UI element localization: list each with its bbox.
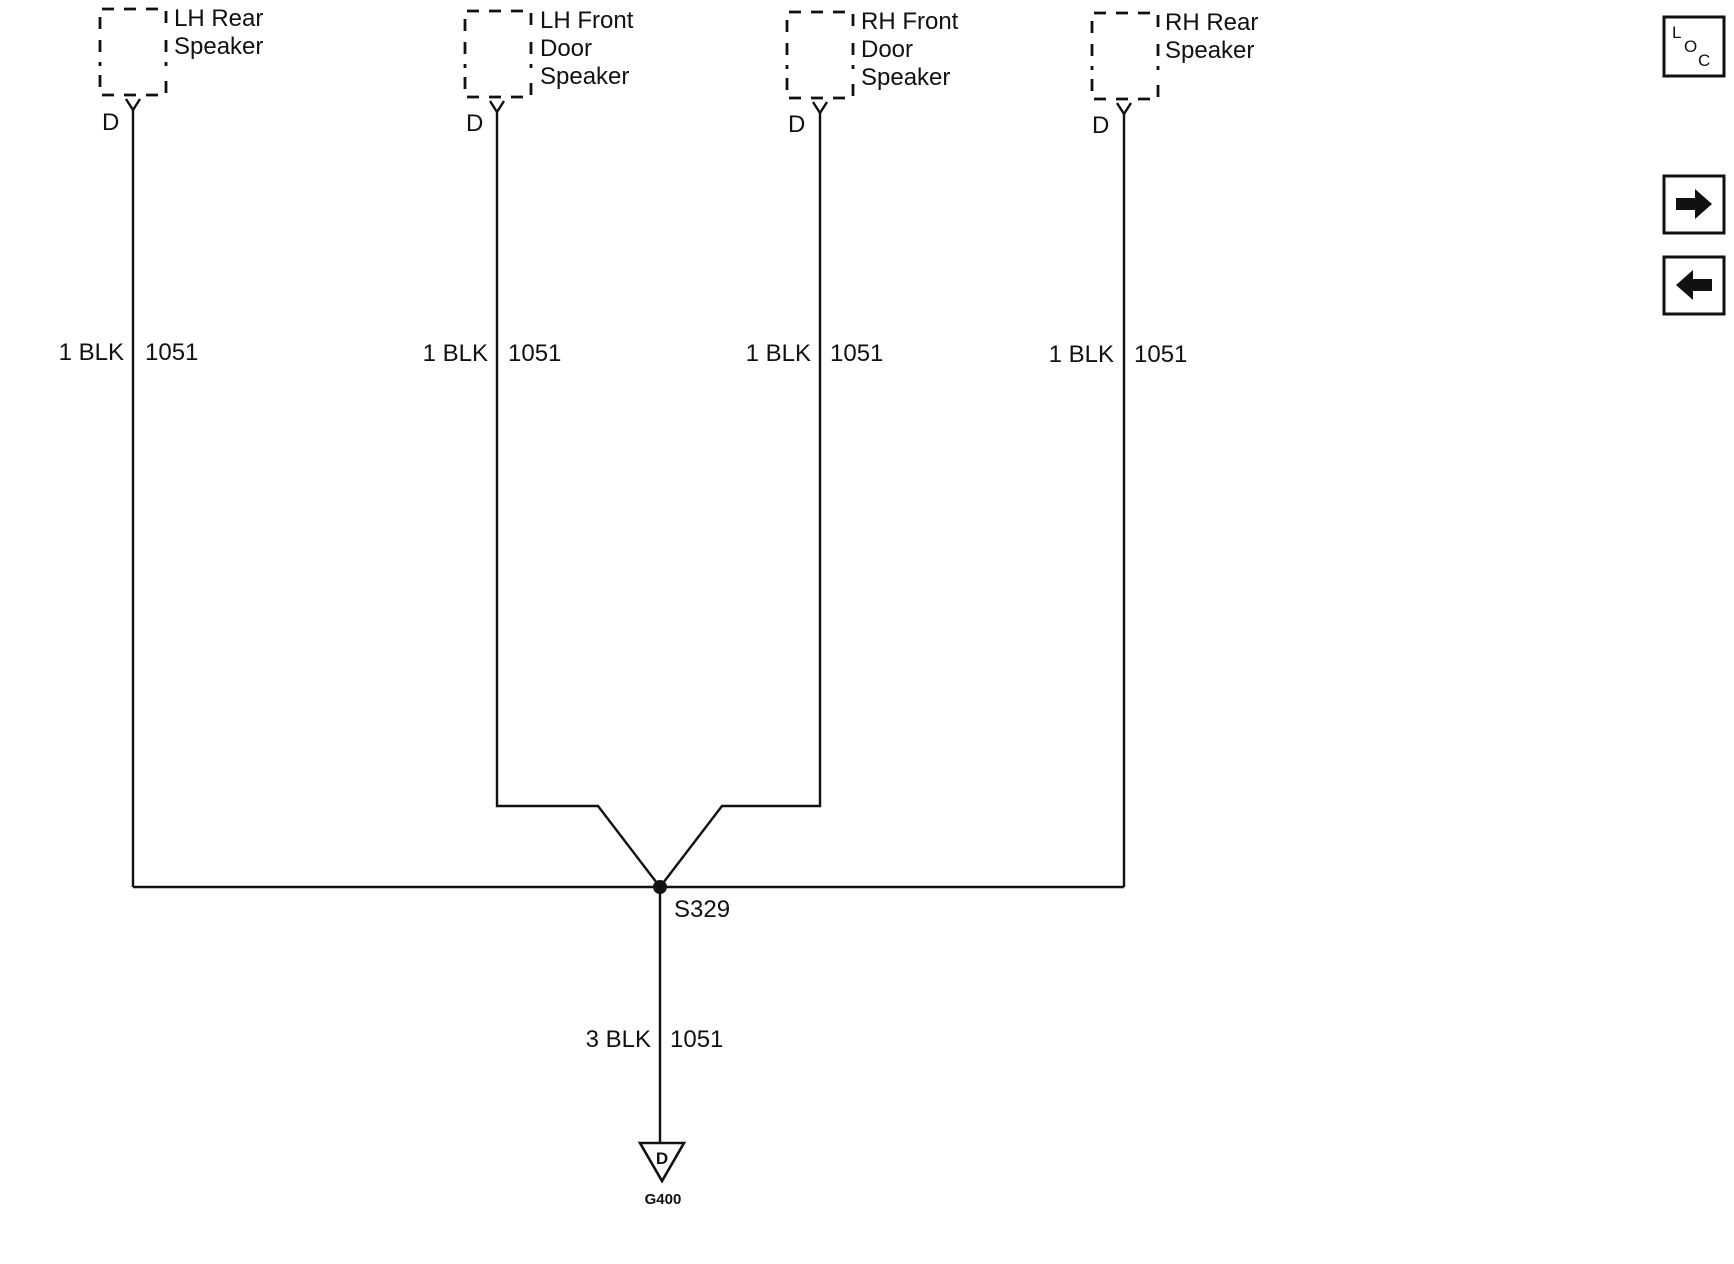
connector-lh-rear-speaker: LH Rear Speaker D 1 BLK 1051 xyxy=(59,5,263,887)
connector-name-line: Speaker xyxy=(540,63,629,90)
connector-name-line: Door xyxy=(861,36,913,63)
terminal-symbol xyxy=(124,98,142,113)
terminal-symbol xyxy=(488,100,506,115)
pin-label: D xyxy=(1092,112,1109,139)
forward-button[interactable] xyxy=(1662,174,1726,235)
connector-box xyxy=(1090,79,1160,101)
circuit-number-label: 1051 xyxy=(145,339,198,366)
circuit-number-label: 1051 xyxy=(830,340,883,367)
connector-box xyxy=(1090,11,1160,33)
connector-name-line: RH Front xyxy=(861,8,959,35)
wire-color-label: 1 BLK xyxy=(59,339,124,366)
wire-color-label: 1 BLK xyxy=(746,340,811,367)
circuit-number-label: 1051 xyxy=(670,1026,723,1053)
wire-color-label: 3 BLK xyxy=(586,1026,651,1053)
arrow-left-icon xyxy=(1676,270,1712,300)
back-button[interactable] xyxy=(1662,255,1726,316)
wire-color-label: 1 BLK xyxy=(1049,341,1114,368)
loc-icon-frame xyxy=(1662,15,1726,78)
connector-box xyxy=(463,9,533,31)
circuit-number-label: 1051 xyxy=(1134,341,1187,368)
wire xyxy=(659,113,822,888)
connector-name-line: LH Front xyxy=(540,7,634,34)
connector-name-line: Speaker xyxy=(174,33,263,60)
connector-box xyxy=(785,10,855,32)
ground-label: G400 xyxy=(645,1191,682,1208)
connector-rh-rear-speaker: RH Rear Speaker D 1 BLK 1051 xyxy=(1049,9,1258,887)
circuit-number-label: 1051 xyxy=(508,340,561,367)
loc-letter: O xyxy=(1684,37,1697,56)
wire-color-label: 1 BLK xyxy=(423,340,488,367)
loc-letter: C xyxy=(1698,51,1710,70)
connector-box xyxy=(98,7,168,29)
loc-letter: L xyxy=(1672,23,1681,42)
ground-g400: D G400 xyxy=(637,1141,687,1208)
location-button[interactable]: L O C xyxy=(1662,15,1726,78)
connector-name-line: Speaker xyxy=(861,64,950,91)
wire xyxy=(495,112,661,888)
connector-name-line: RH Rear xyxy=(1165,9,1258,36)
ground-pin-label: D xyxy=(656,1149,668,1168)
connector-name-line: Door xyxy=(540,35,592,62)
connector-name-line: LH Rear xyxy=(174,5,263,32)
pin-label: D xyxy=(466,110,483,137)
connector-name-line: Speaker xyxy=(1165,37,1254,64)
connector-lh-front-door-speaker: LH Front Door Speaker D 1 BLK 1051 xyxy=(423,7,661,888)
pin-label: D xyxy=(788,111,805,138)
connector-rh-front-door-speaker: RH Front Door Speaker D 1 BLK 1051 xyxy=(659,8,959,888)
arrow-right-icon xyxy=(1676,189,1712,219)
connector-box xyxy=(98,75,168,97)
terminal-symbol xyxy=(811,101,829,116)
terminal-symbol xyxy=(1115,102,1133,117)
splice-label: S329 xyxy=(674,896,730,923)
ground-icon xyxy=(637,1141,687,1184)
connector-box xyxy=(463,77,533,99)
pin-label: D xyxy=(102,109,119,136)
ground-wire: 3 BLK 1051 xyxy=(586,887,723,1143)
splice-s329: S329 xyxy=(653,880,730,923)
connector-box xyxy=(785,78,855,100)
